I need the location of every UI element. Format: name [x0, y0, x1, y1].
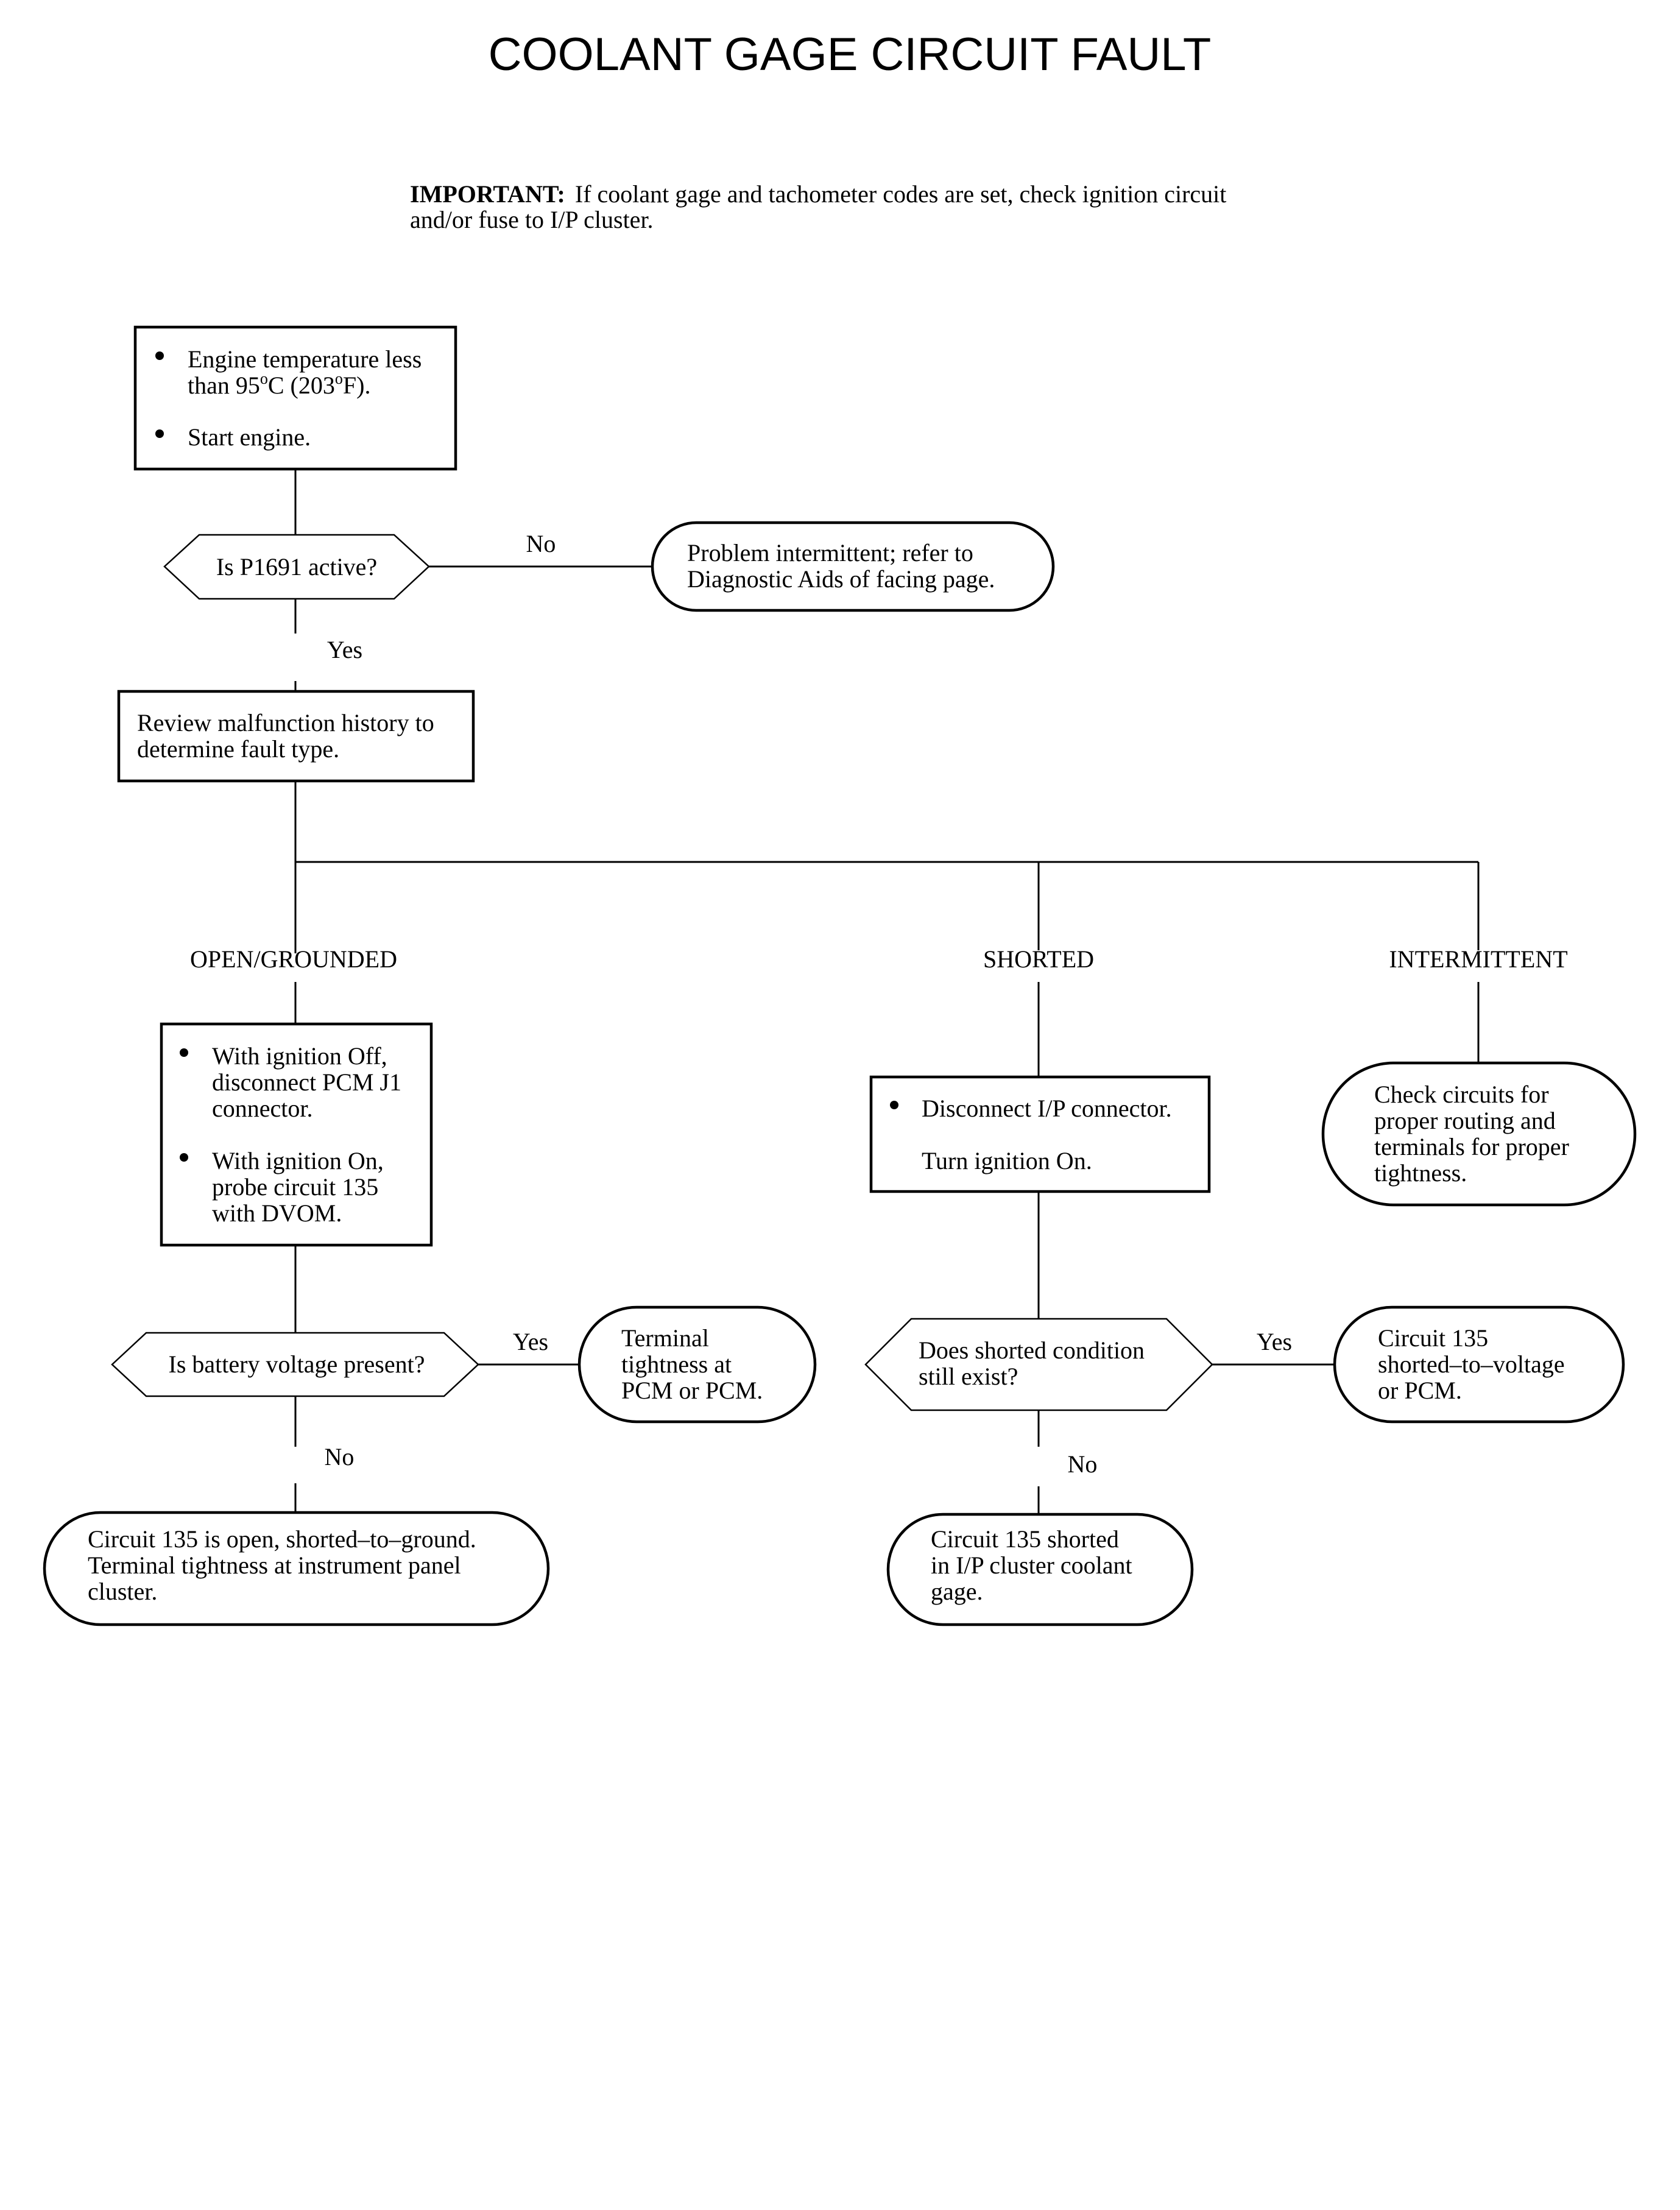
- decision-p1691-text: Is P1691 active?: [216, 553, 377, 581]
- branch-open-grounded: OPEN/GROUNDED: [190, 945, 397, 973]
- temp-fahrenheit-text: C (203: [268, 372, 335, 399]
- open-step2-line1: With ignition On,: [212, 1147, 384, 1174]
- label-yes-shorted: Yes: [1257, 1328, 1292, 1355]
- shorted-steps-box: [869, 1075, 1211, 1193]
- shorted-step2: Turn ignition On.: [922, 1147, 1092, 1174]
- review-box: [117, 690, 475, 783]
- important-text: If coolant gage and tachometer codes are…: [575, 180, 1227, 208]
- open-step1-line3: connector.: [212, 1095, 313, 1122]
- result-shorted-cluster-line1: Circuit 135 shorted: [931, 1525, 1119, 1553]
- result-circuit-open-line2: Terminal tightness at instrument panel: [88, 1552, 461, 1579]
- result-circuit-open-line1: Circuit 135 is open, shorted–to–ground.: [88, 1525, 476, 1553]
- result-circuit-open-line3: cluster.: [88, 1578, 157, 1605]
- label-yes-battery: Yes: [513, 1328, 548, 1355]
- result-terminal-pcm: [577, 1305, 817, 1424]
- important-label: IMPORTANT:: [410, 180, 565, 208]
- open-step1-line2: disconnect PCM J1: [212, 1068, 401, 1096]
- temp-close-text: F).: [343, 372, 371, 399]
- result-intermittent-line1: Problem intermittent; refer to: [687, 539, 973, 567]
- start-box: [133, 325, 457, 471]
- shorted-step1: Disconnect I/P connector.: [922, 1095, 1172, 1122]
- result-intermittent-problem: [651, 521, 1055, 612]
- result-shorted-cluster-line2: in I/P cluster coolant: [931, 1552, 1132, 1579]
- decision-shorted-line2: still exist?: [919, 1363, 1018, 1390]
- decision-battery-text: Is battery voltage present?: [169, 1350, 425, 1378]
- start-box-line2: than 95oC (203oF).: [188, 370, 370, 399]
- connector-lines: [294, 470, 1480, 1514]
- review-box-line1: Review malfunction history to: [137, 709, 434, 736]
- degree-superscript: o: [335, 370, 343, 387]
- result-shorted-cluster: [886, 1513, 1194, 1626]
- result-intermittent-line2: Diagnostic Aids of facing page.: [687, 565, 995, 593]
- result-terminal-line1: Terminal: [621, 1324, 709, 1352]
- result-check-line3: terminals for proper: [1374, 1133, 1569, 1160]
- result-shorted-voltage: [1333, 1305, 1625, 1424]
- label-no-shorted: No: [1068, 1450, 1098, 1478]
- start-box-line1: Engine temperature less: [188, 345, 422, 373]
- label-no-battery: No: [325, 1443, 355, 1470]
- result-check-line4: tightness.: [1374, 1159, 1467, 1187]
- result-check-line2: proper routing and: [1374, 1107, 1556, 1134]
- branch-shorted: SHORTED: [983, 945, 1094, 973]
- bullet-icon: [155, 351, 164, 360]
- open-step2-line3: with DVOM.: [212, 1199, 342, 1227]
- decision-shorted-line1: Does shorted condition: [919, 1336, 1145, 1364]
- decision-shorted-condition: [864, 1318, 1213, 1411]
- start-box-line3: Start engine.: [188, 423, 311, 451]
- bullet-icon: [890, 1101, 898, 1109]
- result-shorted-voltage-line1: Circuit 135: [1378, 1324, 1488, 1352]
- decision-battery-voltage: [111, 1332, 479, 1397]
- label-yes-p1691: Yes: [327, 636, 362, 663]
- open-steps-box: [160, 1022, 433, 1247]
- temp-celsius-text: than 95: [188, 372, 260, 399]
- result-check-circuits: [1321, 1061, 1637, 1207]
- result-shorted-cluster-line3: gage.: [931, 1578, 983, 1605]
- result-terminal-line2: tightness at: [621, 1350, 732, 1378]
- result-check-line1: Check circuits for: [1374, 1081, 1549, 1108]
- bullet-icon: [180, 1048, 188, 1057]
- result-circuit-open: [43, 1511, 550, 1626]
- result-shorted-voltage-line3: or PCM.: [1378, 1377, 1462, 1404]
- bullet-icon: [155, 429, 164, 438]
- result-shorted-voltage-line2: shorted–to–voltage: [1378, 1350, 1565, 1378]
- bullet-icon: [180, 1153, 188, 1162]
- review-box-line2: determine fault type.: [137, 735, 339, 763]
- degree-superscript: o: [260, 370, 268, 387]
- branch-intermittent: INTERMITTENT: [1389, 945, 1567, 973]
- result-terminal-line3: PCM or PCM.: [621, 1377, 763, 1404]
- open-step2-line2: probe circuit 135: [212, 1173, 378, 1201]
- label-no-p1691: No: [526, 530, 556, 557]
- important-note-line2: and/or fuse to I/P cluster.: [410, 206, 654, 233]
- open-step1-line1: With ignition Off,: [212, 1042, 387, 1070]
- important-note-line1: IMPORTANT: If coolant gage and tachometer…: [410, 180, 1226, 208]
- page-title: COOLANT GAGE CIRCUIT FAULT: [489, 29, 1212, 80]
- decision-p1691: [163, 534, 430, 600]
